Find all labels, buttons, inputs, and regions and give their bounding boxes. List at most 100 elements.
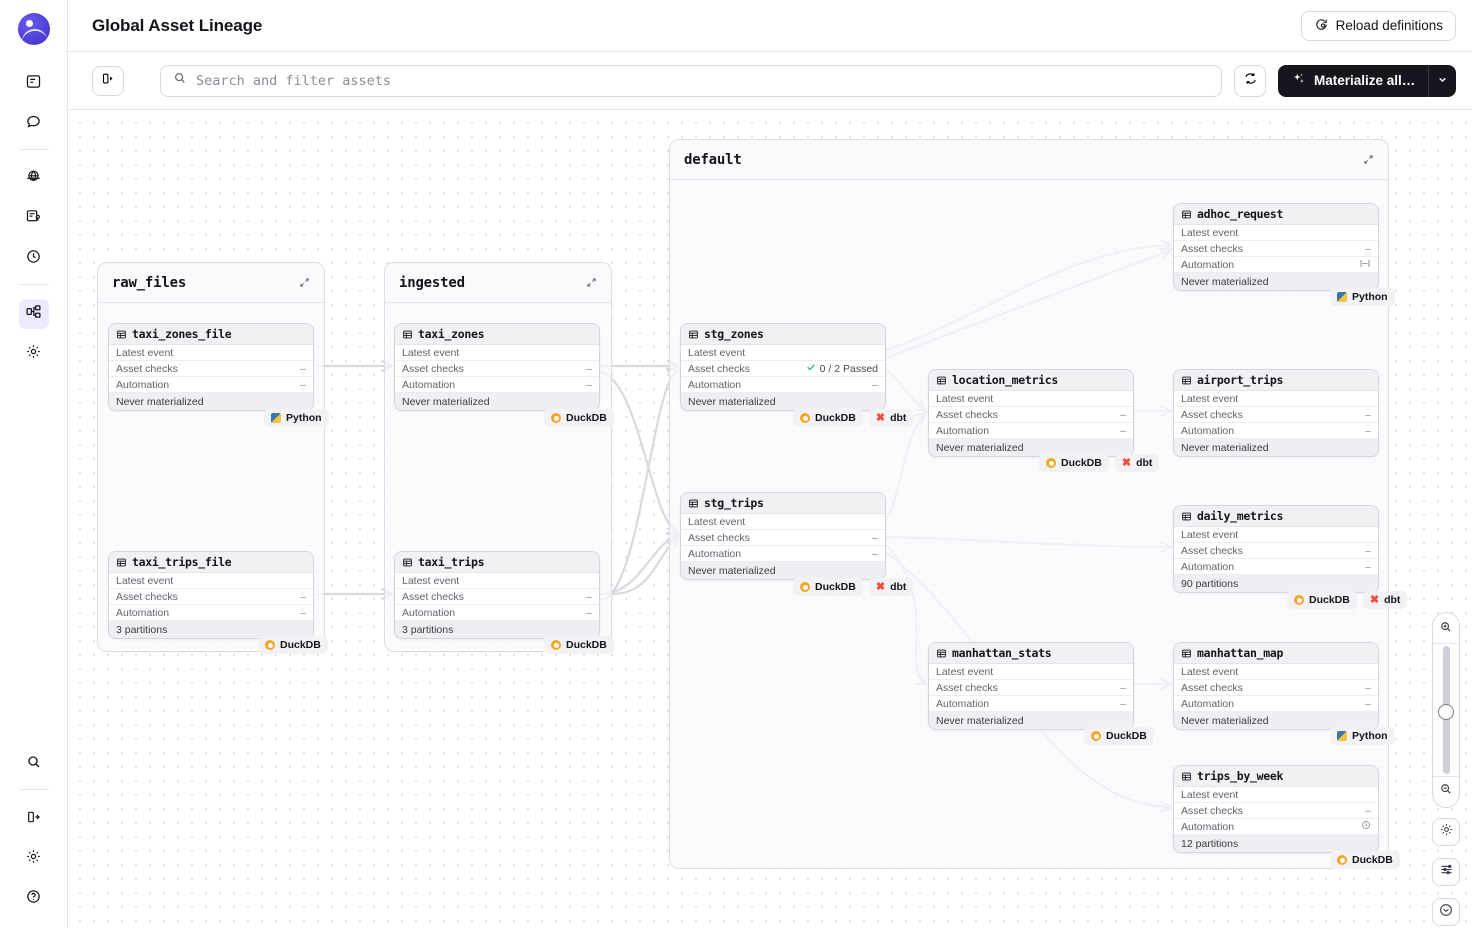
asset-node-header: manhattan_stats xyxy=(929,643,1133,664)
global-search-button[interactable] xyxy=(19,749,49,779)
python-icon xyxy=(1337,731,1347,741)
duckdb-icon xyxy=(800,582,810,592)
tag-label: DuckDB xyxy=(280,639,321,651)
materialize-all-label: Materialize all… xyxy=(1314,73,1416,88)
graph-settings-button[interactable] xyxy=(1432,818,1460,846)
nav-deployment[interactable] xyxy=(19,164,49,194)
tag-duckdb[interactable]: DuckDB xyxy=(258,636,328,654)
graph-filters-button[interactable] xyxy=(1432,858,1460,886)
user-settings-button[interactable] xyxy=(19,844,49,874)
asset-status: Never materialized xyxy=(681,562,885,579)
nav-jobs[interactable] xyxy=(19,204,49,234)
asset-tags-manhattan_stats: DuckDB xyxy=(1084,727,1154,745)
tag-python[interactable]: Python xyxy=(1330,288,1395,306)
automation-row: Automation– xyxy=(395,377,599,393)
help-button[interactable] xyxy=(19,884,49,914)
collapse-sidebar-button[interactable] xyxy=(19,804,49,834)
tag-python[interactable]: Python xyxy=(1330,727,1395,745)
refresh-button[interactable] xyxy=(1234,64,1266,97)
tag-dbt[interactable]: ✖dbt xyxy=(1362,591,1408,609)
automation-row: Automation xyxy=(1174,819,1378,835)
zoom-out-button[interactable] xyxy=(1433,779,1459,803)
asset-node-name: adhoc_request xyxy=(1197,207,1284,221)
collapse-icon[interactable] xyxy=(299,277,310,288)
refresh-icon xyxy=(1243,71,1258,91)
zoom-in-icon xyxy=(1439,620,1453,639)
asset-table-icon xyxy=(1181,771,1192,782)
tag-label: Python xyxy=(286,412,322,424)
automation-label: Automation xyxy=(116,606,170,619)
asset-checks-row: Asset checks– xyxy=(1174,803,1378,819)
group-header: ingested xyxy=(385,263,611,303)
search-input[interactable] xyxy=(196,72,1209,89)
automation-condition-icon xyxy=(1359,259,1371,271)
nav-divider-2 xyxy=(18,284,49,285)
latest-event-row: Latest event xyxy=(1174,787,1378,803)
collapse-icon[interactable] xyxy=(586,277,597,288)
tag-dbt[interactable]: ✖dbt xyxy=(868,578,914,596)
tag-duckdb[interactable]: DuckDB xyxy=(544,636,614,654)
materialize-all-button[interactable]: Materialize all… xyxy=(1278,64,1428,97)
automation-row: Automation– xyxy=(929,423,1133,439)
asset-node-header: location_metrics xyxy=(929,370,1133,391)
toggle-left-panel-button[interactable] xyxy=(92,66,124,96)
tag-label: DuckDB xyxy=(1061,457,1102,469)
tag-duckdb[interactable]: DuckDB xyxy=(1330,851,1400,869)
tag-duckdb[interactable]: DuckDB xyxy=(1039,454,1109,472)
zoom-slider[interactable] xyxy=(1433,646,1459,774)
nav-runs[interactable] xyxy=(19,109,49,139)
tag-duckdb[interactable]: DuckDB xyxy=(1084,727,1154,745)
materialize-options-button[interactable] xyxy=(1428,64,1456,97)
nav-assets[interactable] xyxy=(18,299,49,329)
search-icon xyxy=(26,754,42,775)
automation-row: Automation– xyxy=(109,605,313,621)
collapse-icon[interactable] xyxy=(1363,154,1374,165)
nav-divider-1 xyxy=(18,149,49,150)
nav-overview[interactable] xyxy=(19,69,49,99)
asset-checks-label: Asset checks xyxy=(1181,544,1243,557)
asset-node-name: taxi_trips xyxy=(418,555,485,569)
dbt-icon: ✖ xyxy=(1121,456,1132,469)
nav-settings[interactable] xyxy=(19,339,49,369)
python-icon xyxy=(1337,292,1347,302)
zoom-in-button[interactable] xyxy=(1433,617,1459,641)
automation-value: – xyxy=(1365,560,1371,573)
tag-duckdb[interactable]: DuckDB xyxy=(544,409,614,427)
tag-duckdb[interactable]: DuckDB xyxy=(1287,591,1357,609)
dagster-logo[interactable] xyxy=(17,13,50,45)
asset-checks-value: – xyxy=(586,590,592,603)
search-filter-box[interactable] xyxy=(160,64,1222,97)
reload-definitions-button[interactable]: Reload definitions xyxy=(1300,10,1456,41)
nav-schedules[interactable] xyxy=(19,244,49,274)
gear-icon xyxy=(1439,822,1454,842)
latest-event-row: Latest event xyxy=(1174,527,1378,543)
zoom-slider-knob[interactable] xyxy=(1438,704,1454,720)
tag-duckdb[interactable]: DuckDB xyxy=(793,409,863,427)
tag-dbt[interactable]: ✖dbt xyxy=(1114,454,1160,472)
asset-checks-row: Asset checks– xyxy=(395,589,599,605)
zoom-controls xyxy=(1432,612,1460,808)
document-icon xyxy=(25,73,42,95)
tag-duckdb[interactable]: DuckDB xyxy=(793,578,863,596)
tag-python[interactable]: Python xyxy=(264,409,329,427)
tag-dbt[interactable]: ✖dbt xyxy=(868,409,914,427)
sidebar-bottom-group xyxy=(18,749,49,928)
automation-label: Automation xyxy=(1181,820,1235,833)
group-header: raw_files xyxy=(98,263,324,303)
recenter-graph-button[interactable] xyxy=(1432,898,1460,926)
group-name: raw_files xyxy=(112,274,187,291)
